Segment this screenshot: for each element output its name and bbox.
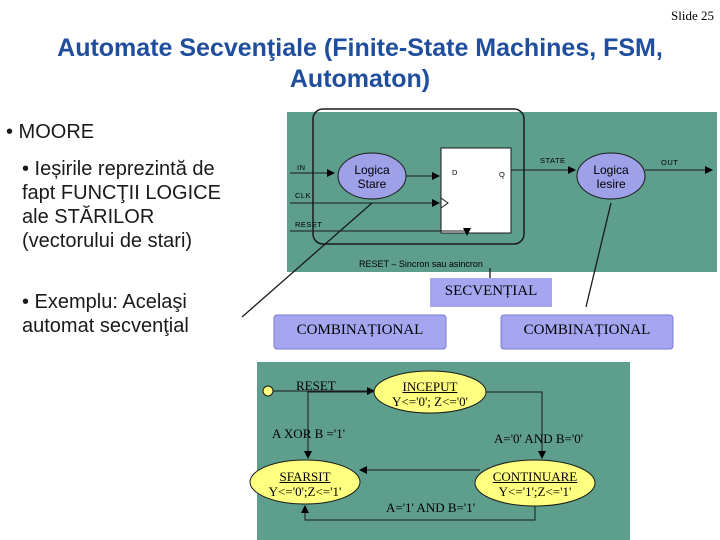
logic-state-line-1: Logica <box>354 163 390 177</box>
title-line-1: Automate Secvenţiale (Finite-State Machi… <box>57 34 663 62</box>
continuare-name: CONTINUARE <box>492 469 578 484</box>
comb-left-box <box>273 314 447 350</box>
state-continuare-label: CONTINUARE Y<='1';Z<='1' <box>475 469 595 499</box>
state-label: STATE <box>540 156 566 165</box>
sequential-box <box>430 278 552 307</box>
page-title: Automate Secvenţiale (Finite-State Machi… <box>0 33 720 95</box>
slide-number: Slide 25 <box>671 8 714 23</box>
feedback-loop <box>312 108 525 245</box>
logic-output-label: Logica Iesire <box>581 163 641 191</box>
bullet-outputs: • Ieșirile reprezintă de fapt FUNCŢII LO… <box>22 157 221 253</box>
out-label: OUT <box>661 158 679 167</box>
logic-state-line-2: Stare <box>357 177 387 191</box>
transition-xor <box>304 391 374 459</box>
state-sfarsit-label: SFARSIT Y<='0';Z<='1' <box>250 469 360 499</box>
d-label: D <box>452 168 458 177</box>
connector-to-logic-output <box>585 202 612 308</box>
title-line-2: Automaton) <box>289 65 431 93</box>
logic-output-line-2: Iesire <box>596 177 626 191</box>
logic-output-line-1: Logica <box>593 163 629 177</box>
transition-a0b0-label: A='0' AND B='0' <box>494 431 584 446</box>
logic-state-label: Logica Stare <box>342 163 402 191</box>
inceput-outputs: Y<='0'; Z<='0' <box>392 394 468 409</box>
bullet-example-line-1: • Exemplu: Acelaşi <box>22 291 187 313</box>
comb-right-label: COMBINAȚIONAL <box>523 322 651 338</box>
clock-triangle-icon <box>440 197 449 209</box>
reset-start-dot <box>262 385 274 397</box>
bullet-example-line-2: automat secvenţial <box>22 315 189 337</box>
bullet-outputs-line-4: (vectorului de stari) <box>22 230 193 252</box>
state-sfarsit <box>249 459 361 505</box>
q-label: Q <box>499 170 506 179</box>
transition-xor-label: A XOR B ='1' <box>272 426 346 441</box>
bullet-outputs-line-2: fapt FUNCŢII LOGICE <box>22 182 221 204</box>
state-inceput-label: INCEPUT Y<='0'; Z<='0' <box>372 379 488 409</box>
reset-transition-label: RESET <box>296 378 336 393</box>
inceput-name: INCEPUT <box>402 379 458 394</box>
comb-right-box <box>500 314 674 350</box>
transition-a1b1-label: A='1' AND B='1' <box>386 500 476 515</box>
bullet-moore: • MOORE <box>6 121 95 143</box>
connector-to-logic-state <box>241 202 373 318</box>
in-label: IN <box>297 163 306 172</box>
transition-a1b1 <box>301 505 536 521</box>
sfarsit-outputs: Y<='0';Z<='1' <box>268 484 342 499</box>
reset-note: RESET – Sincron sau asincron <box>359 259 483 269</box>
logic-output-oval <box>576 152 646 200</box>
state-register <box>440 147 512 234</box>
transition-a0b0 <box>486 391 546 459</box>
bullet-outputs-line-3: ale STĂRILOR <box>22 206 155 228</box>
clk-label: CLK <box>295 191 312 200</box>
bullet-example: • Exemplu: Acelaşi automat secvenţial <box>22 290 189 338</box>
reset-wire <box>290 228 471 236</box>
reset-label: RESET <box>295 220 323 229</box>
sfarsit-name: SFARSIT <box>279 469 331 484</box>
continuare-outputs: Y<='1';Z<='1' <box>498 484 572 499</box>
bullet-outputs-line-1: • Ieșirile reprezintă de <box>22 158 215 180</box>
sequential-label: SECVENȚIAL <box>444 283 538 299</box>
comb-left-label: COMBINAȚIONAL <box>296 322 424 338</box>
